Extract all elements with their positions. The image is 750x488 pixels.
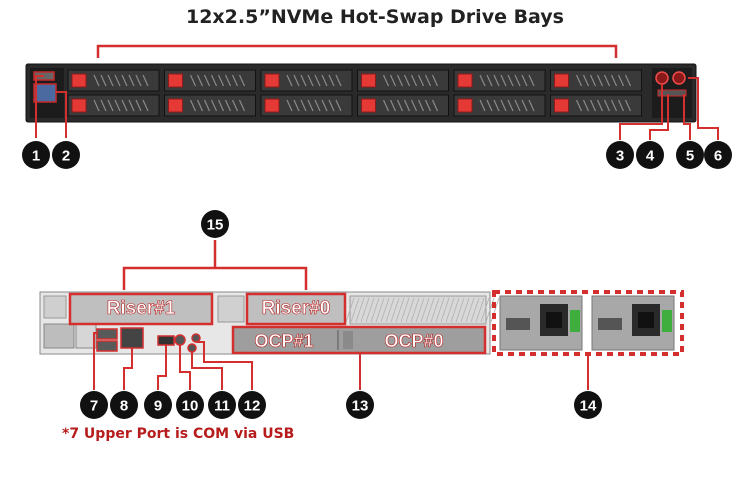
svg-text:5: 5: [686, 148, 694, 165]
callout-13: 13: [346, 391, 374, 419]
svg-text:3: 3: [616, 148, 624, 165]
power-button: [655, 71, 669, 85]
callout-9: 9: [144, 391, 172, 419]
rear-button-10: [174, 334, 186, 346]
drive-bay: [550, 94, 642, 117]
front-panel-title: 12x2.5”NVMe Hot-Swap Drive Bays: [185, 6, 564, 28]
callout-5: 5: [676, 141, 704, 169]
psu-bays: [492, 290, 684, 356]
svg-text:1: 1: [32, 148, 40, 165]
svg-text:14: 14: [580, 398, 597, 415]
rear-lan-port: [120, 327, 144, 349]
rear-leader-lines: [93, 332, 589, 390]
ocp-latch: [343, 331, 353, 349]
drive-bay: [67, 69, 160, 92]
svg-text:13: 13: [352, 398, 369, 415]
svg-text:6: 6: [714, 148, 722, 165]
drive-bay: [357, 69, 449, 92]
svg-text:9: 9: [154, 398, 162, 415]
riser1-label: Riser#1: [107, 298, 176, 319]
callout-4: 4: [636, 141, 664, 169]
drive-bay: [164, 94, 256, 117]
rear-led-12: [191, 333, 201, 343]
riser0-slot: [245, 292, 347, 326]
rear-usb-upper: [96, 328, 118, 340]
callout-11: 11: [208, 391, 236, 419]
drive-bays: [67, 69, 642, 117]
drive-bay: [453, 69, 546, 92]
riser-bracket: [122, 240, 308, 290]
callout-3: 3: [606, 141, 634, 169]
callout-10: 10: [176, 391, 204, 419]
svg-text:10: 10: [182, 398, 199, 415]
riser1-slot: [68, 292, 214, 326]
com-port-note: *7 Upper Port is COM via USB: [62, 426, 295, 442]
drive-bay: [260, 69, 353, 92]
svg-text:11: 11: [214, 398, 230, 415]
svg-text:7: 7: [90, 398, 98, 415]
svg-text:4: 4: [646, 148, 655, 165]
svg-text:15: 15: [207, 217, 224, 234]
svg-text:2: 2: [62, 148, 70, 165]
status-leds: [657, 89, 687, 97]
callout-14: 14: [574, 391, 602, 419]
callout-12: 12: [238, 391, 266, 419]
callout-8: 8: [110, 391, 138, 419]
drive-bay: [67, 94, 160, 117]
drive-bay: [260, 94, 353, 117]
drive-bay: [550, 69, 642, 92]
drive-bay-bracket: [96, 44, 618, 58]
drive-bay: [357, 94, 449, 117]
rear-usb-lower: [96, 340, 118, 352]
drive-bay: [164, 69, 256, 92]
callout-15: 15: [201, 210, 229, 238]
front-leader-lines: [35, 75, 719, 140]
callout-6: 6: [704, 141, 732, 169]
svg-text:12: 12: [244, 398, 261, 415]
ocp1-label: OCP#1: [254, 331, 313, 351]
rear-mini-dp: [157, 335, 175, 346]
front-usb-port: [33, 83, 57, 103]
drive-bay: [453, 94, 546, 117]
rear-led-11: [187, 343, 197, 353]
callout-7: 7: [80, 391, 108, 419]
riser0-label: Riser#0: [262, 298, 331, 319]
id-button: [672, 71, 686, 85]
ocp0-label: OCP#0: [384, 331, 443, 351]
callout-1: 1: [22, 141, 50, 169]
ocp-slots: [231, 325, 487, 355]
svg-text:8: 8: [120, 398, 128, 415]
callout-2: 2: [52, 141, 80, 169]
